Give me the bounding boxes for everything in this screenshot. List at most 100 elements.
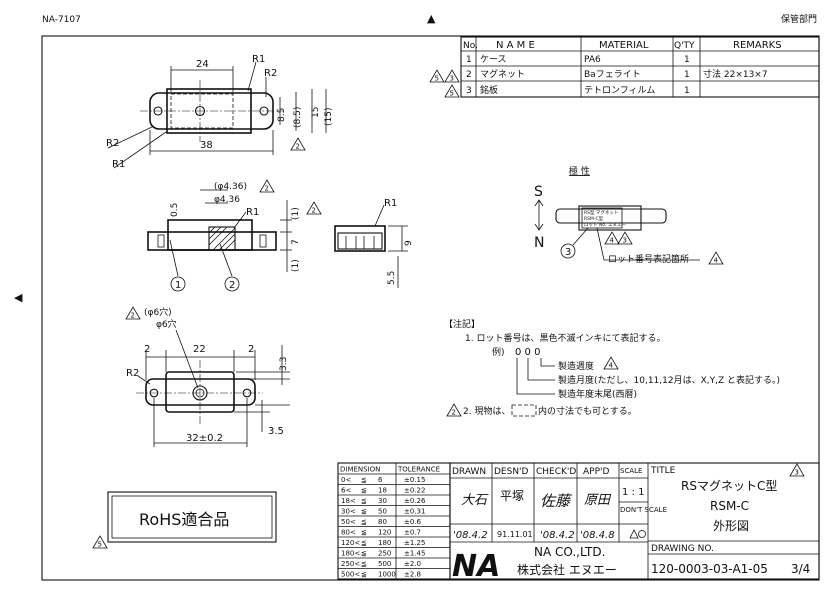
parts-header-qty: Q'TY [674,41,695,51]
revision-number: 2 [265,185,269,193]
part-1-no: 1 [466,55,472,65]
title-line-1: RSマグネットC型 [681,479,777,493]
polarity-view: 極 性 S N RS型 マグネット RSM-C型 ロット No. エヌエー 3 … [534,165,724,265]
revision-triangle-icon [604,231,620,245]
revision-triangle-icon [617,231,633,245]
dim-15: 15 [311,107,321,118]
dimension-range: 80< [341,529,356,537]
dim-1-top: (1) [291,207,301,220]
example-code: 0 0 0 [515,347,540,358]
balloon-3-icon [560,243,576,259]
col-desnd: DESN'D [494,467,529,477]
dimension-range: 180 [378,539,391,547]
note-year: 製造年度末尾(西暦) [558,388,637,400]
tolerance-value: ±0.7 [404,529,421,537]
part-1-material: PA6 [584,55,601,65]
dimension-range: 250 [378,550,391,558]
drawing-code: NA-7107 [42,15,81,25]
top-view: 24 38 8.5 (8.5) 15 (15) R1 R2 R2 R1 2 [106,54,334,170]
revision-triangle-icon [789,463,805,477]
revision-number: 3 [450,75,454,83]
part-2-remarks: 寸法 22×13×7 [703,68,768,80]
dimension-range: 18 [378,487,387,495]
dimension-range: ≦ [361,497,367,505]
dimension-range: 18< [341,497,356,505]
revision-number: 4 [610,237,615,245]
company-logo: NA [452,549,500,584]
radius-r1-side: R1 [384,198,397,209]
dim-0-5: 0.5 [170,203,180,217]
dim-5-5: 5.5 [387,271,397,285]
dim-2-right: 2 [248,344,254,355]
revision-number: 2 [131,312,135,320]
revision-number: 2 [296,143,300,151]
tolerance-value: ±0.6 [404,518,422,526]
notes: 【注記】 1. ロット番号は、黒色不滅インキにて表記する。 例) 0 0 0 製… [444,318,780,417]
dimension-range: 120 [378,529,391,537]
revision-triangle-icon [444,84,460,98]
dimension-range: ≦ [361,508,367,516]
hole-ref: (φ6穴) [144,306,172,318]
tolerance-header-tolerance: TOLERANCE [397,466,440,474]
radius-r1-front: R1 [246,207,259,218]
dimension-range: ≦ [361,571,367,579]
radius-r2-left: R2 [106,138,119,149]
revision-number: 2 [452,409,456,417]
dim-38: 38 [200,140,213,151]
balloon-3-label: 3 [565,247,571,258]
side-center-mark: ◀ [14,291,23,304]
title-line-2: RSM-C [710,499,749,513]
dimension-range: 120< [341,539,360,547]
revision-number: 2 [312,207,316,215]
lot-number-label: ロット番号表記箇所 [608,253,689,265]
col-checkd: CHECK'D [536,467,576,477]
dimension-range: 1000 [378,571,396,579]
nameplate-line-2: RSM-C型 [584,215,604,222]
polarity-title: 極 性 [569,165,590,177]
dim-dia: φ4.36 [214,195,240,205]
dimension-range: ≦ [361,560,367,568]
dimension-range: ≦ [361,518,367,526]
nameplate-line-1: RS型 マグネット [584,209,618,216]
note-2: 2. 現物は、 [463,405,510,417]
part-2-qty: 1 [684,70,690,80]
dim-8-5-ref: (8.5) [293,107,303,128]
date-drawn: '08.4.2 [453,530,488,541]
revision-triangle-icon [429,69,445,83]
revision-triangle-icon [290,137,306,151]
dimension-range: 6< [341,487,351,495]
note-2-tail: 内の寸法でも可とする。 [538,405,637,417]
revision-number: 4 [714,257,719,265]
part-3-name: 銘板 [480,84,498,96]
revision-number: 3 [623,237,627,245]
company-name-en: NA CO.,LTD. [534,545,605,559]
notes-heading: 【注記】 [444,318,480,330]
revision-triangle-icon [92,535,108,549]
sig-checkd: 佐藤 [540,492,573,510]
rohs-box: RoHS適合品 5 [92,491,277,549]
rohs-label: RoHS適合品 [139,510,229,529]
part-2-no: 2 [466,70,472,80]
tolerance-value: ±0.26 [404,497,426,505]
scale-value: 1 : 1 [622,487,644,498]
revision-triangle-icon [603,356,619,370]
note-1: 1. ロット番号は、黒色不滅インキにて表記する。 [465,332,665,344]
dim-2-left: 2 [144,344,150,355]
dimension-range: ≦ [361,550,367,558]
dimension-range: 30 [378,497,387,505]
dimension-range: 180< [341,550,360,558]
parts-header-material: MATERIAL [599,40,649,51]
dimension-range: 500 [378,560,391,568]
dim-24: 24 [196,59,209,70]
sheet-number: 3/4 [791,562,810,576]
tolerance-value: ±0.15 [404,476,425,484]
part-3-qty: 1 [684,86,690,96]
part-3-material: テトロンフィルム [584,85,655,96]
part-1-qty: 1 [684,55,690,65]
drawing-no-label: DRAWING NO. [651,544,714,554]
date-checkd: '08.4.2 [540,530,575,541]
tolerance-table: DIMENSION TOLERANCE 0<≦6±0.156<≦18±0.221… [337,462,451,580]
balloon-1-label: 1 [175,280,181,291]
date-desnd: 91.11.01 [497,530,533,539]
drawing-border [41,35,820,581]
